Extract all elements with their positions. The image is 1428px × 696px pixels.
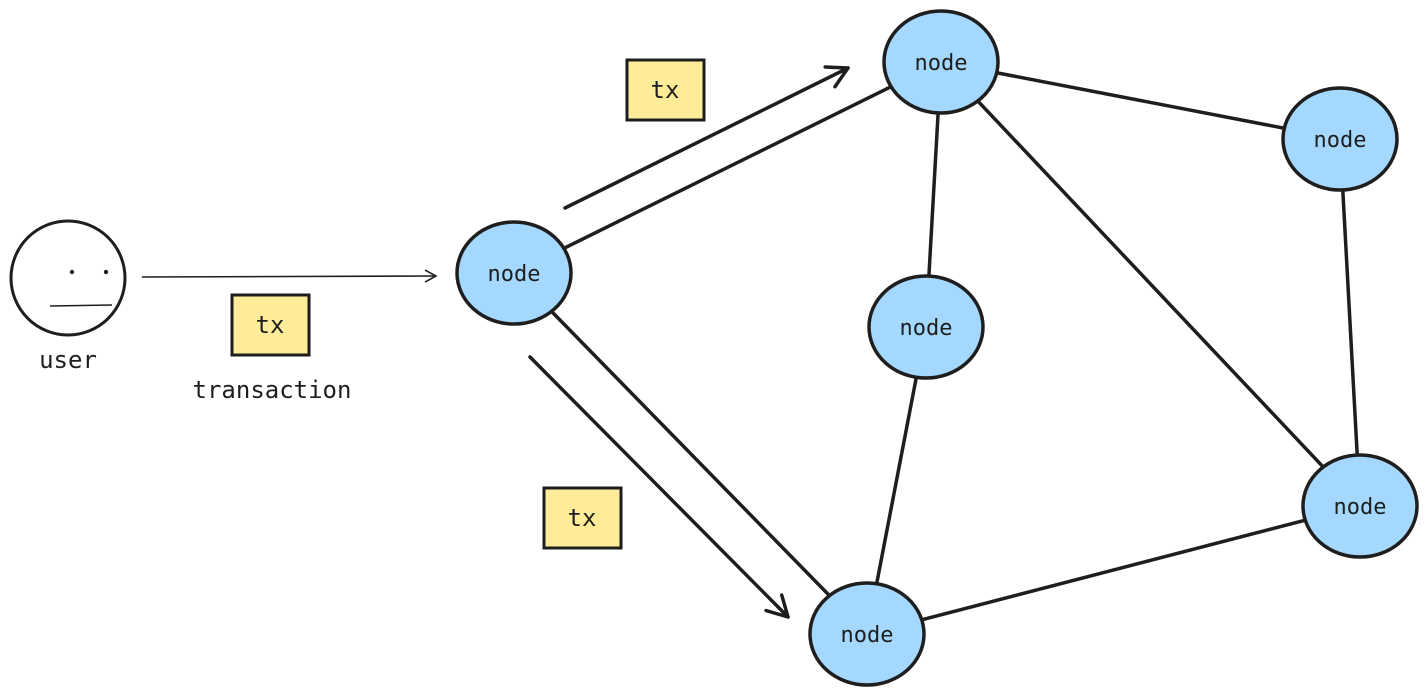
node-top: node [882, 9, 1000, 115]
node-circle [1301, 453, 1419, 559]
tx-box [230, 293, 311, 357]
node-label: node [1314, 128, 1367, 153]
network-nodes: node node node node node node [455, 9, 1419, 687]
broadcast-arrow-upper [563, 65, 850, 210]
broadcast-arrow-lower [528, 355, 790, 619]
user-label: user [39, 346, 97, 374]
user-avatar [9, 219, 127, 337]
tx-label: tx [256, 311, 285, 339]
tx-tag-lower: tx [542, 486, 623, 550]
node-circle [808, 581, 926, 687]
tx-label: tx [651, 76, 680, 104]
tx-label: tx [568, 504, 597, 532]
edge-n-top-n-right-bottom [939, 60, 1362, 508]
user-mouth [49, 304, 113, 307]
tx-box [542, 486, 623, 550]
node-entry: node [455, 220, 573, 326]
node-circle [867, 274, 985, 380]
node-bottom: node [808, 581, 926, 687]
edge-n-top-n-right-top [939, 60, 1342, 141]
node-middle: node [867, 274, 985, 380]
node-label: node [915, 51, 968, 76]
node-circle [455, 220, 573, 326]
node-label: node [488, 262, 541, 287]
node-circle [1281, 86, 1399, 192]
tx-box [625, 58, 706, 122]
edge-n-entry-n-top [512, 60, 943, 275]
node-label: node [1334, 495, 1387, 520]
user-eye-right [103, 269, 109, 275]
tx-tag-upper: tx [625, 58, 706, 122]
user-head [9, 219, 127, 337]
transaction-label: transaction [193, 376, 352, 404]
edge-n-right-top-n-right-bottom [1338, 137, 1362, 508]
user-to-node-arrow [141, 269, 438, 283]
node-label: node [841, 623, 894, 648]
node-right-top: node [1281, 86, 1399, 192]
node-circle [882, 9, 1000, 115]
node-label: node [900, 316, 953, 341]
edge-n-bottom-n-right-bottom [865, 504, 1362, 636]
tx-tag-user: tx [230, 293, 311, 357]
edge-n-entry-n-bottom [512, 271, 869, 636]
user-eye-left [69, 269, 75, 275]
node-right-bottom: node [1301, 453, 1419, 559]
